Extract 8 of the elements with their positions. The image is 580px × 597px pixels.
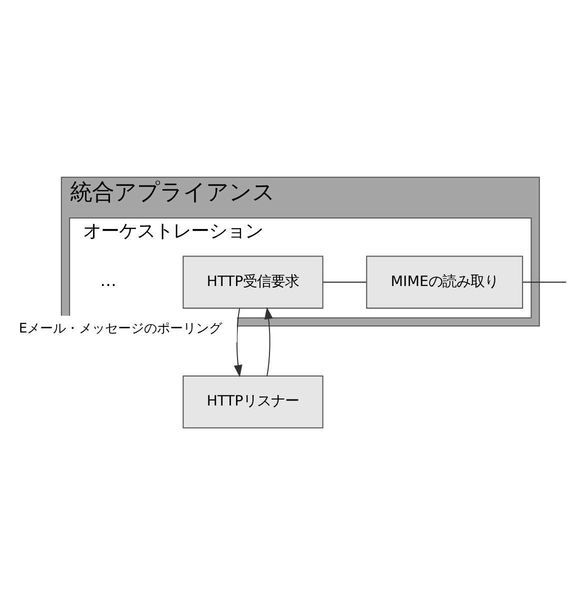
node-box: HTTP受信要求 bbox=[182, 256, 324, 309]
connector bbox=[522, 282, 566, 283]
label: … bbox=[100, 271, 116, 290]
arrow bbox=[264, 306, 273, 376]
node-box: HTTPリスナー bbox=[182, 375, 324, 428]
connector bbox=[322, 282, 366, 283]
arrow bbox=[234, 308, 242, 378]
node-box: MIMEの読み取り bbox=[366, 256, 524, 309]
